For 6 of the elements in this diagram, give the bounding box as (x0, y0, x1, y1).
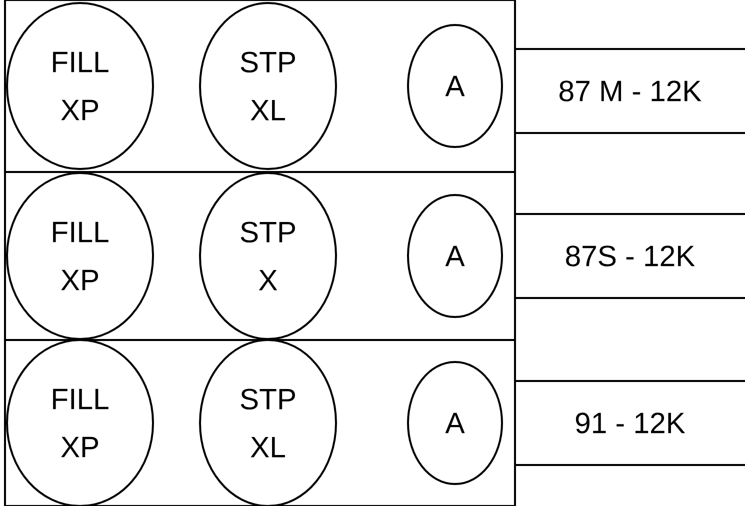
band-box (4, 0, 516, 173)
band-box (4, 339, 516, 506)
label-tab: 87S - 12K (514, 213, 745, 299)
label-tab: 91 - 12K (514, 380, 745, 466)
band-box (4, 171, 516, 341)
label-tab: 87 M - 12K (514, 48, 745, 134)
